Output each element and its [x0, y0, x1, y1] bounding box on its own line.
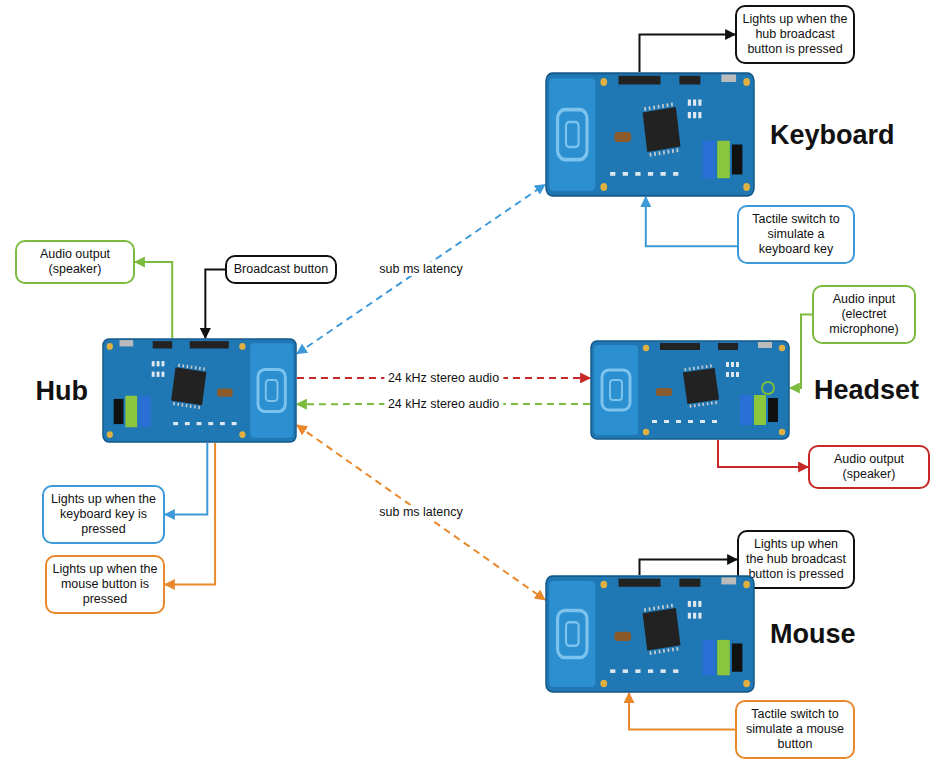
- pcb-art: [103, 339, 296, 442]
- callout-text: Audio output (speaker): [815, 452, 923, 482]
- circuit-board: Hub: [102, 338, 297, 443]
- microphone-marker: [762, 382, 774, 394]
- board-illustration: [545, 72, 755, 197]
- callout-text: Tactile switch to simulate a keyboard ke…: [744, 212, 848, 257]
- link-label: sub ms latency: [375, 262, 466, 276]
- callout-box: Lights up when the keyboard key is press…: [42, 485, 165, 544]
- callout-text: Broadcast button: [232, 262, 330, 277]
- callout-text: Lights up when the hub broadcast button …: [744, 537, 848, 582]
- callout-box: Audio input (electret microphone): [812, 285, 916, 344]
- device-heading: Keyboard: [770, 119, 895, 150]
- leader-arrow: [165, 443, 207, 515]
- callout-text: Audio input (electret microphone): [819, 292, 909, 337]
- leader-arrow: [790, 315, 812, 389]
- wireless-link: [297, 425, 545, 600]
- device-heading: Mouse: [770, 619, 856, 650]
- device-heading: Hub: [36, 375, 88, 406]
- callout-box: Tactile switch to simulate a mouse butto…: [735, 700, 855, 759]
- leader-arrow: [135, 262, 172, 338]
- device-heading: Headset: [814, 375, 919, 406]
- leader-arrow: [640, 35, 736, 73]
- callout-text: Tactile switch to simulate a mouse butto…: [742, 707, 848, 752]
- board-illustration: [102, 338, 297, 443]
- callout-box: Lights up when the hub broadcast button …: [737, 530, 855, 589]
- circuit-board: Headset: [590, 340, 790, 440]
- board-illustration: [590, 340, 790, 440]
- callout-box: Tactile switch to simulate a keyboard ke…: [737, 205, 855, 264]
- link-label: 24 kHz stereo audio: [384, 397, 503, 411]
- callout-text: Lights up when the mouse button is press…: [52, 562, 158, 607]
- leader-arrow: [629, 693, 735, 730]
- callout-text: Lights up when the keyboard key is press…: [49, 492, 158, 537]
- pcb-art: [546, 73, 754, 196]
- callout-text: Lights up when the hub broadcast button …: [742, 12, 848, 57]
- leader-arrow: [165, 443, 215, 585]
- leader-arrow: [646, 197, 737, 246]
- circuit-board: Mouse: [545, 575, 755, 693]
- leader-arrow: [205, 270, 225, 339]
- pcb-art: [591, 341, 789, 439]
- callout-box: Broadcast button: [225, 255, 337, 284]
- callout-box: Audio output (speaker): [15, 240, 135, 284]
- link-label: 24 kHz stereo audio: [384, 371, 503, 385]
- callout-box: Lights up when the mouse button is press…: [45, 555, 165, 614]
- link-label: sub ms latency: [375, 505, 466, 519]
- leader-arrow: [640, 560, 738, 576]
- leader-arrow: [718, 440, 808, 467]
- pcb-art: [546, 576, 754, 692]
- board-illustration: [545, 575, 755, 693]
- circuit-board: Keyboard: [545, 72, 755, 197]
- callout-box: Audio output (speaker): [808, 445, 930, 489]
- callout-text: Audio output (speaker): [22, 247, 128, 277]
- callout-box: Lights up when the hub broadcast button …: [735, 5, 855, 64]
